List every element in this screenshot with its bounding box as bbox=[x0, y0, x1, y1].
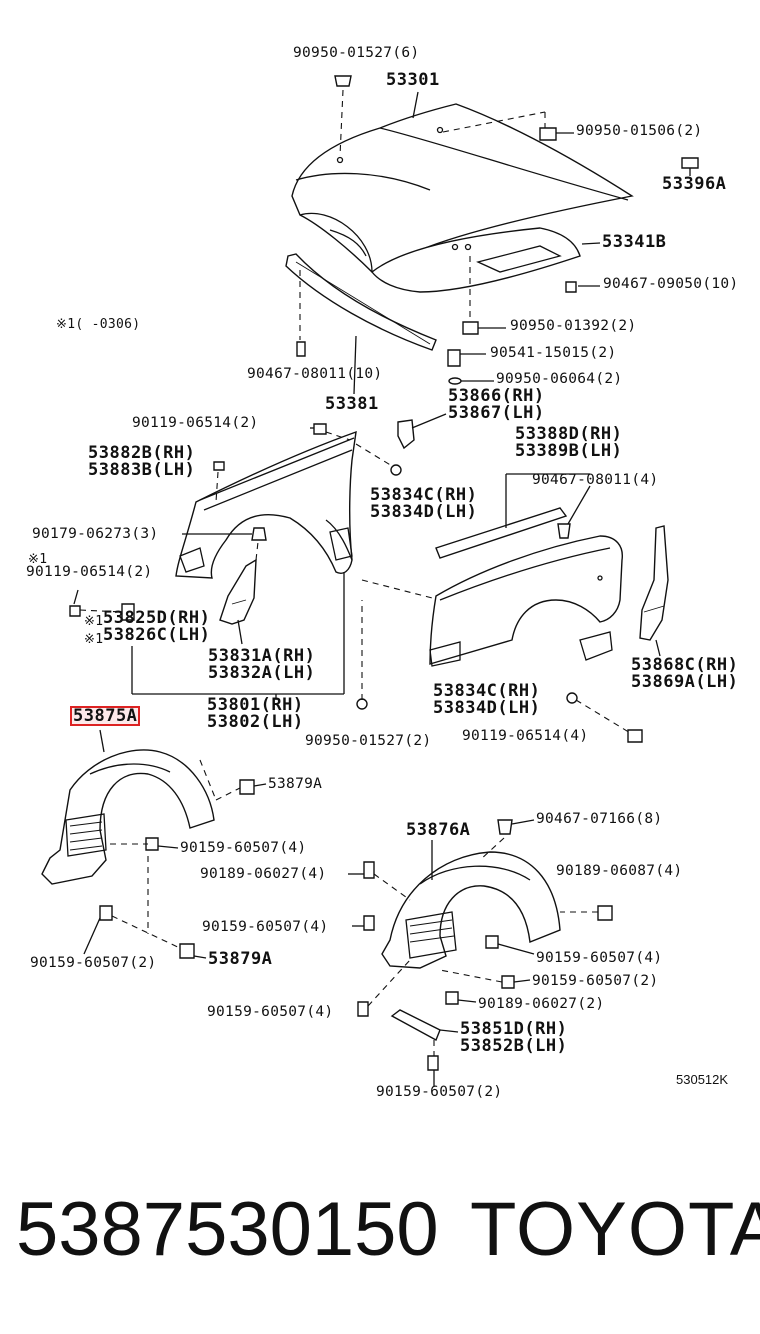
label-bolt-liner-mid: 90159-60507(4) bbox=[202, 919, 329, 935]
label-screw-6027-low: 90189-06027(2) bbox=[478, 996, 605, 1012]
label-nut-fender: 90179-06273(3) bbox=[32, 526, 159, 542]
label-seal-869a: 53869A(LH) bbox=[631, 672, 739, 692]
liner-left-drawing bbox=[41, 749, 215, 885]
part-number: 5387530150 bbox=[16, 1187, 439, 1272]
label-clip-834d-a: 53834D(LH) bbox=[370, 502, 478, 522]
label-moulding-rh: 53388D(RH) bbox=[515, 424, 623, 444]
footer-caption: 5387530150 TOYOTA bbox=[0, 1180, 760, 1280]
label-clip-moulding: 90467-08011(4) bbox=[532, 472, 659, 488]
label-bolt-liner-left-low: 90159-60507(2) bbox=[30, 955, 157, 971]
parts-illustration bbox=[41, 75, 699, 1086]
label-seal-851d: 53851D(RH) bbox=[460, 1019, 568, 1039]
label-clip-fender-bottom: 90950-01527(2) bbox=[305, 733, 432, 749]
label-screw-6027-top: 90189-06027(4) bbox=[200, 866, 327, 882]
label-moulding-lh: 53389B(LH) bbox=[515, 441, 623, 461]
label-bolt-fender-right: 90119-06514(4) bbox=[462, 728, 589, 744]
label-clip-834c-b: 53834C(RH) bbox=[433, 681, 541, 701]
label-screw-879a-low: 53879A bbox=[208, 949, 273, 969]
label-fender-rh: 53801(RH) bbox=[207, 695, 304, 715]
label-note-date: ※1( -0306) bbox=[56, 317, 141, 332]
liner-right-drawing bbox=[381, 851, 561, 969]
label-bracket-826c: 53826C(LH) bbox=[103, 625, 211, 645]
label-seal: 53381 bbox=[325, 394, 379, 414]
label-note-mark-3: ※1 bbox=[84, 632, 104, 647]
label-seal-883b: 53883B(LH) bbox=[88, 460, 196, 480]
label-clip-834d-b: 53834D(LH) bbox=[433, 698, 541, 718]
fender-right-drawing bbox=[429, 535, 623, 667]
label-bolt-liner-right2: 90159-60507(2) bbox=[532, 973, 659, 989]
label-liner-right: 53876A bbox=[406, 820, 471, 840]
label-clip-hood-right: 90950-01506(2) bbox=[576, 123, 703, 139]
label-clip-834c-a: 53834C(RH) bbox=[370, 485, 478, 505]
label-bolt-bottom: 90159-60507(2) bbox=[376, 1084, 503, 1100]
label-clip-insulator: 90467-09050(10) bbox=[603, 276, 739, 292]
label-clip-liner: 90467-07166(8) bbox=[536, 811, 663, 827]
label-screw-6087: 90189-06087(4) bbox=[556, 863, 683, 879]
label-stop: 90541-15015(2) bbox=[490, 345, 617, 361]
diagram-code: 530512K bbox=[676, 1072, 729, 1087]
label-note-mark-2: ※1 bbox=[84, 614, 104, 629]
label-bolt-liner-left: 90159-60507(4) bbox=[180, 840, 307, 856]
fender-left-drawing bbox=[175, 430, 357, 579]
label-screw-879a-top: 53879A bbox=[268, 776, 323, 792]
label-hood: 53301 bbox=[386, 70, 440, 90]
label-note-mark: ※1 bbox=[28, 552, 48, 567]
label-liner-left-highlighted[interactable]: 53875A bbox=[69, 706, 141, 726]
label-fender-lh: 53802(LH) bbox=[207, 712, 304, 732]
label-bracket-831a: 53831A(RH) bbox=[208, 646, 316, 666]
label-cushion: 90950-01392(2) bbox=[510, 318, 637, 334]
label-bracket-832a: 53832A(LH) bbox=[208, 663, 316, 683]
label-seal-868c: 53868C(RH) bbox=[631, 655, 739, 675]
label-clip-hood-top: 90950-01527(6) bbox=[293, 45, 420, 61]
hood-drawing bbox=[291, 103, 634, 293]
label-bracket-rh: 53866(RH) bbox=[448, 386, 545, 406]
label-seal-852b: 53852B(LH) bbox=[460, 1036, 568, 1056]
label-insulator: 53341B bbox=[602, 232, 667, 252]
label-bolt-fender-left: 90119-06514(2) bbox=[26, 564, 153, 580]
label-bolt-liner-right: 90159-60507(4) bbox=[536, 950, 663, 966]
label-seal-882b: 53882B(RH) bbox=[88, 443, 196, 463]
label-bolt-liner-bottom-left: 90159-60507(4) bbox=[207, 1004, 334, 1020]
label-bracket-825d: 53825D(RH) bbox=[103, 608, 211, 628]
label-plug: 90950-06064(2) bbox=[496, 371, 623, 387]
label-bolt-fender-top: 90119-06514(2) bbox=[132, 415, 259, 431]
label-bracket-lh: 53867(LH) bbox=[448, 403, 545, 423]
label-emblem: 53396A bbox=[662, 174, 727, 194]
label-clip-seal: 90467-08011(10) bbox=[247, 366, 383, 382]
brand-name: TOYOTA bbox=[470, 1187, 760, 1272]
parts-diagram: 90950-01527(6) 53301 90950-01506(2) 5339… bbox=[26, 45, 739, 1100]
